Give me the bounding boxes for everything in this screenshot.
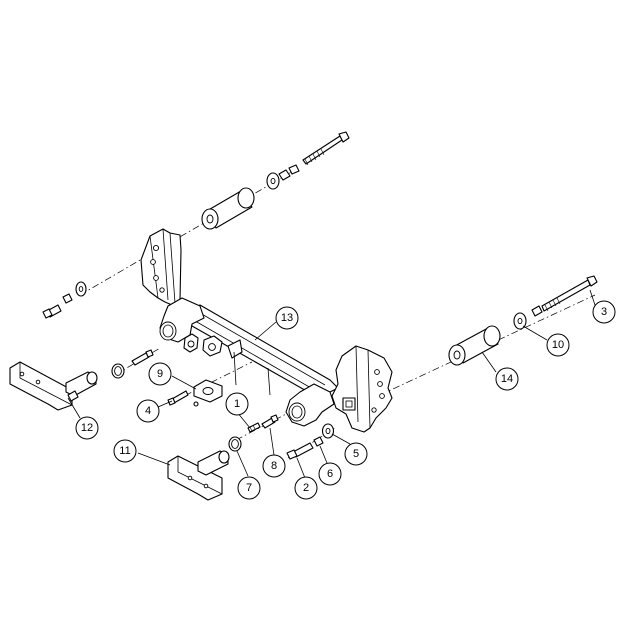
callout-1: 1 bbox=[225, 392, 249, 416]
right-receiver-opening bbox=[288, 402, 306, 422]
callout-8-label: 8 bbox=[271, 460, 277, 472]
right-bracket-plate bbox=[331, 345, 393, 433]
bracket-hole bbox=[150, 259, 156, 265]
lower-lock-washer bbox=[313, 436, 324, 447]
callout-5-label: 5 bbox=[353, 448, 359, 460]
left-upright-bracket bbox=[140, 228, 182, 306]
left-lock-washer bbox=[62, 293, 73, 304]
leader-8 bbox=[269, 427, 275, 456]
callout-3: 3 bbox=[592, 300, 616, 324]
bracket-hole bbox=[371, 407, 377, 413]
lower-tab-plate bbox=[167, 455, 223, 501]
leader-12 bbox=[67, 397, 81, 419]
left-bolt-hardware bbox=[42, 281, 87, 319]
small-nut bbox=[193, 401, 199, 407]
callout-11-label: 11 bbox=[119, 445, 130, 457]
axis-upper-left bbox=[79, 169, 296, 296]
callout-9-label: 9 bbox=[157, 368, 163, 380]
center-tab bbox=[227, 339, 243, 359]
callout-13-label: 13 bbox=[281, 312, 293, 324]
bracket-hole bbox=[159, 287, 165, 293]
bracket-hole bbox=[152, 244, 160, 252]
callout-4: 4 bbox=[136, 399, 160, 423]
left-tab-plate bbox=[9, 361, 73, 411]
left-small-pin bbox=[131, 349, 154, 366]
left-receiver-opening bbox=[159, 321, 177, 341]
right-nut bbox=[531, 305, 543, 317]
callout-1-label: 1 bbox=[234, 398, 240, 410]
callout-10-label: 10 bbox=[552, 339, 564, 351]
leader-5 bbox=[331, 433, 351, 445]
leader-2 bbox=[296, 457, 306, 479]
upper-lock-washer bbox=[288, 164, 300, 175]
main-crossbar-assembly bbox=[140, 228, 393, 433]
callouts: 1 2 3 4 5 6 7 8 bbox=[75, 300, 616, 500]
upper-long-bolt bbox=[278, 131, 350, 181]
lower-bolt bbox=[286, 442, 314, 460]
leader-4 bbox=[157, 400, 173, 408]
retaining-pin bbox=[247, 422, 261, 433]
leader-14 bbox=[481, 351, 497, 373]
callout-6-label: 6 bbox=[327, 468, 333, 480]
left-tab-assembly bbox=[9, 361, 98, 411]
callout-14-label: 14 bbox=[501, 373, 513, 385]
right-long-bolt bbox=[531, 275, 598, 317]
callout-3-label: 3 bbox=[601, 306, 607, 318]
callout-13: 13 bbox=[275, 306, 299, 330]
callout-14: 14 bbox=[495, 367, 519, 391]
callout-11: 11 bbox=[113, 439, 137, 463]
callout-7: 7 bbox=[237, 476, 261, 500]
callout-8: 8 bbox=[262, 454, 286, 478]
callout-10: 10 bbox=[546, 333, 570, 357]
hitch-pin bbox=[261, 414, 279, 429]
leader-11 bbox=[137, 452, 171, 466]
upper-nut bbox=[278, 169, 291, 181]
callout-2: 2 bbox=[294, 476, 318, 500]
right-spacer-sleeve bbox=[448, 325, 501, 366]
leader-6 bbox=[319, 445, 328, 464]
callout-12-label: 12 bbox=[81, 422, 93, 434]
right-bracket-clip bbox=[342, 397, 356, 411]
bracket-hole bbox=[379, 393, 385, 399]
leader-10 bbox=[522, 325, 548, 341]
leader-9 bbox=[171, 375, 197, 390]
clip-plate bbox=[193, 379, 223, 403]
callout-2-label: 2 bbox=[303, 482, 309, 494]
bracket-hole bbox=[153, 275, 159, 281]
upper-spacer-sleeve bbox=[201, 187, 255, 230]
callout-12: 12 bbox=[75, 416, 99, 440]
callout-5: 5 bbox=[344, 442, 368, 466]
bracket-hole bbox=[374, 369, 380, 375]
callout-9: 9 bbox=[148, 362, 172, 386]
bracket-hole bbox=[377, 381, 383, 387]
callout-4-label: 4 bbox=[145, 405, 151, 417]
callout-7-label: 7 bbox=[246, 482, 252, 494]
lower-tab-assembly bbox=[167, 450, 230, 501]
callout-6: 6 bbox=[318, 462, 342, 486]
leader-13 bbox=[254, 321, 277, 341]
leader-7 bbox=[236, 450, 249, 477]
